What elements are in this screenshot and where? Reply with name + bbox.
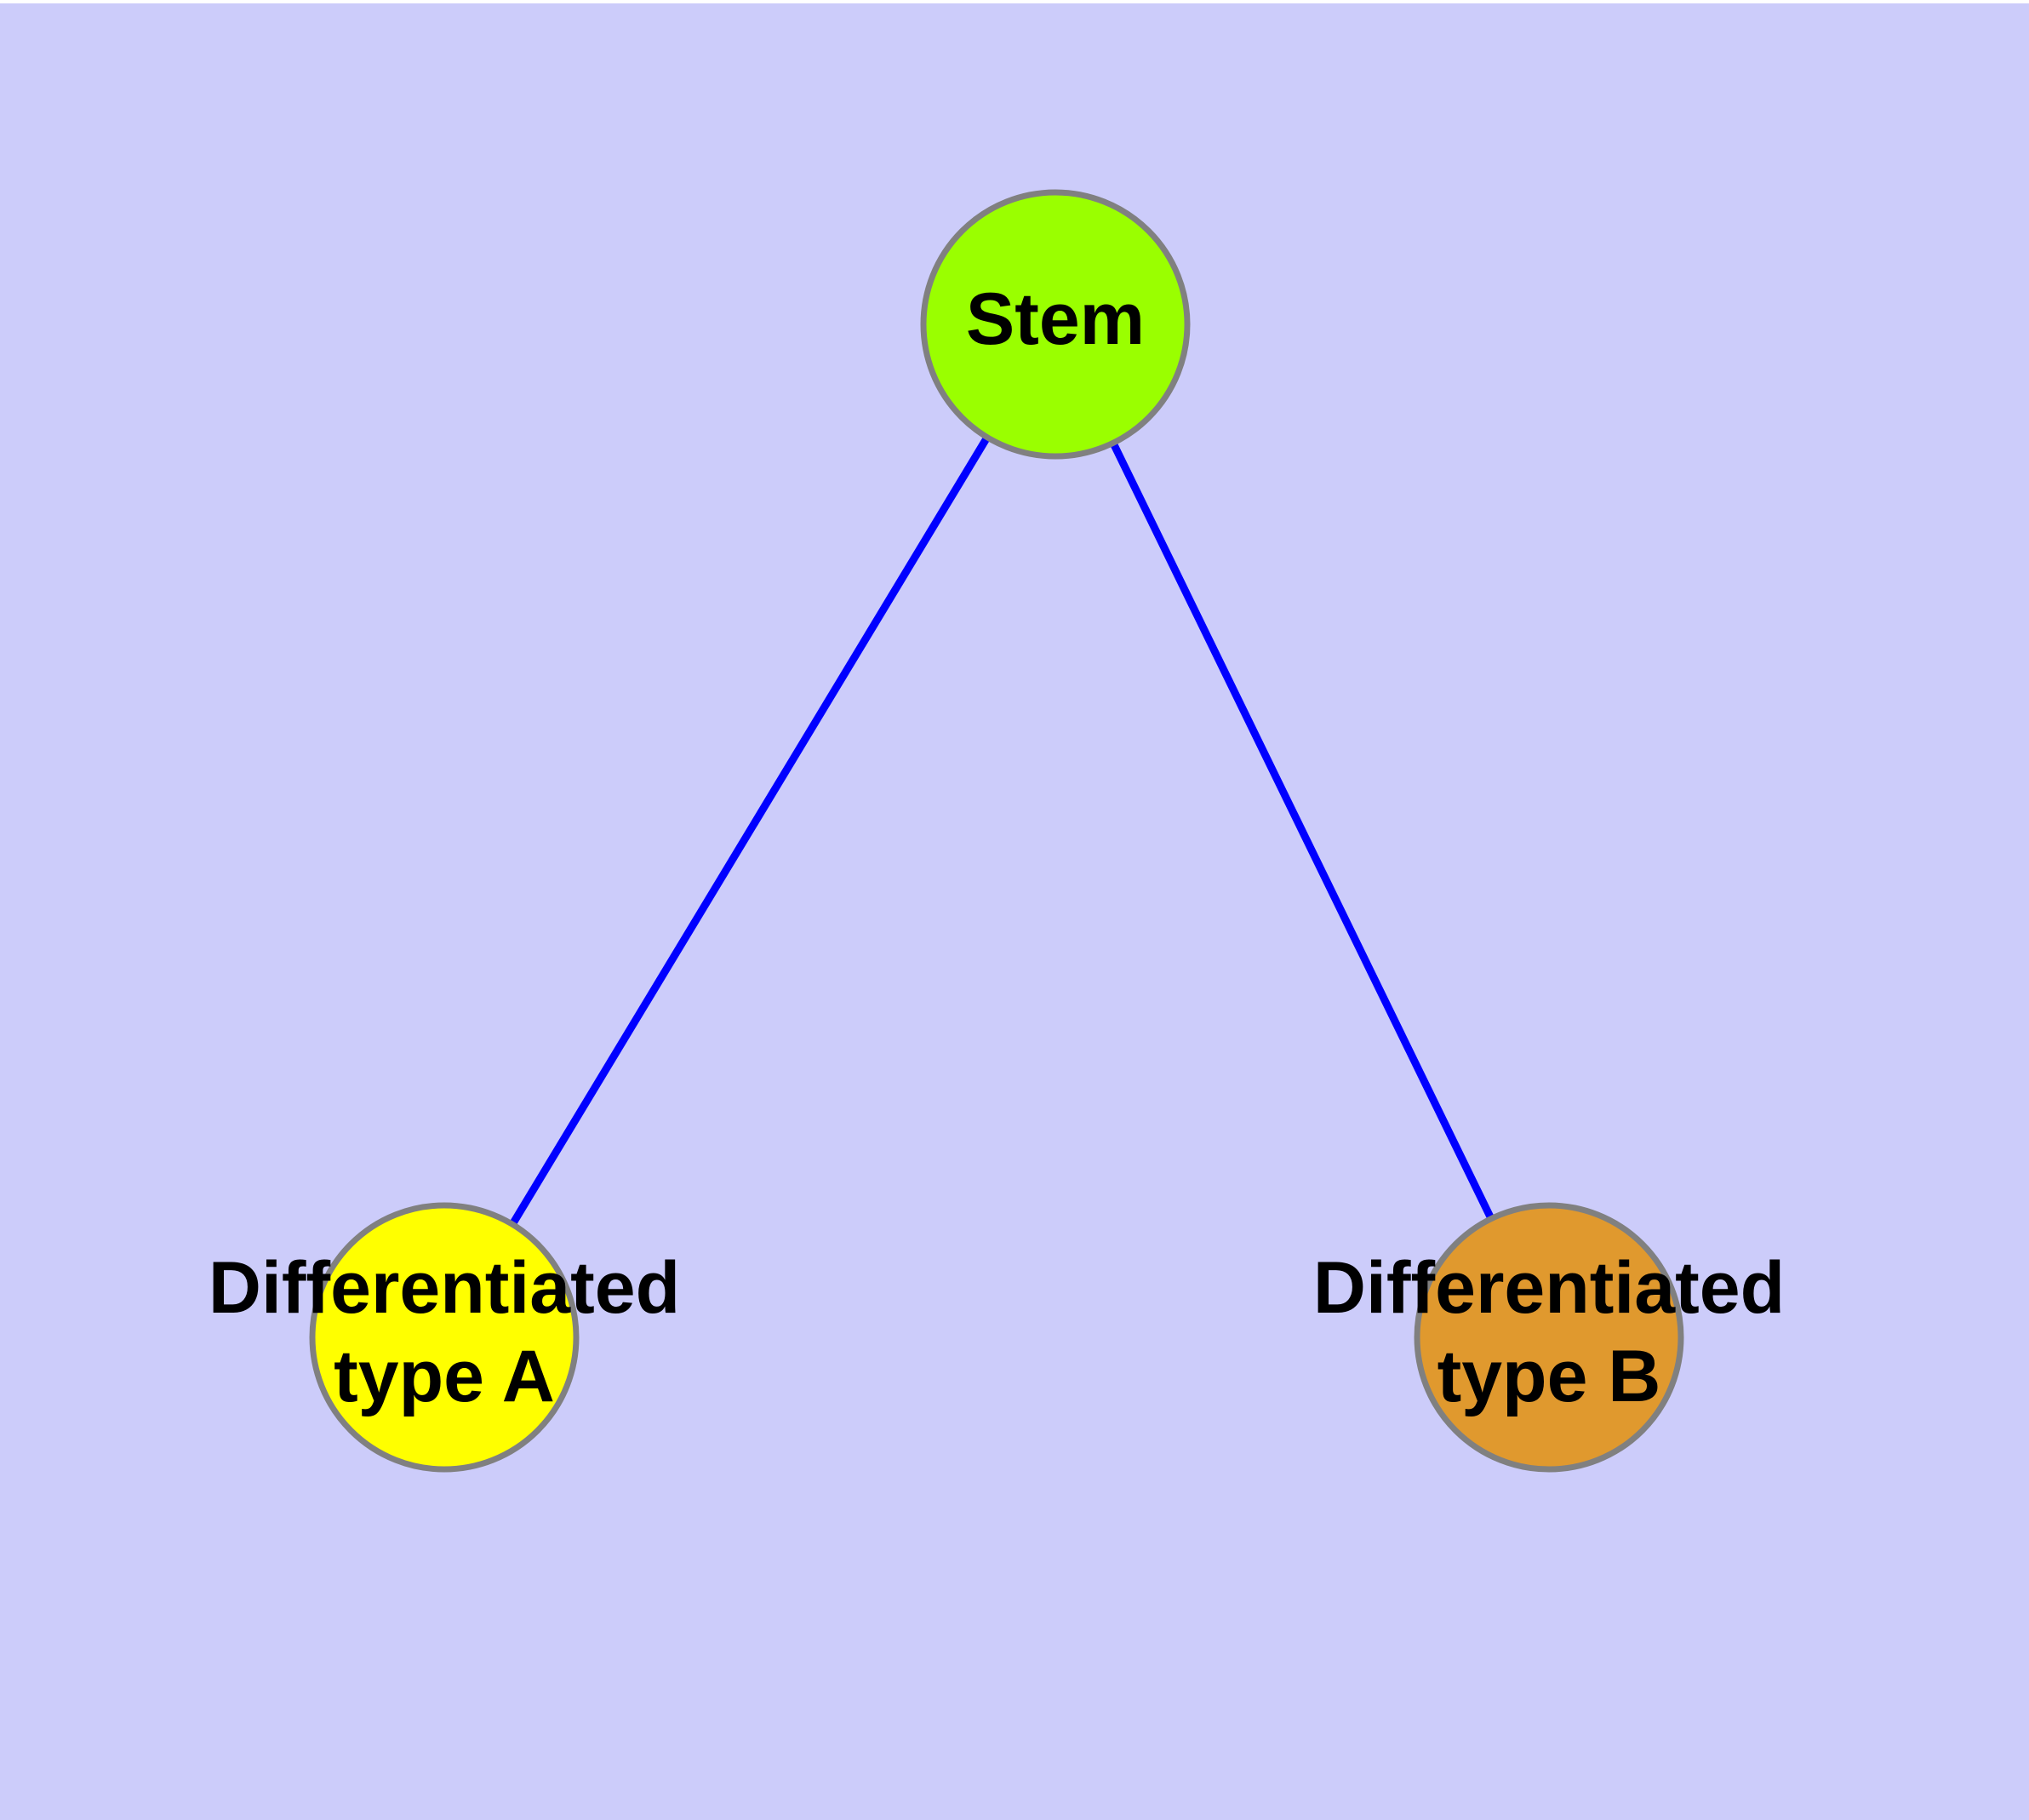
node-circle-diff-a[interactable] bbox=[309, 1202, 580, 1473]
node-label-line: Stem bbox=[966, 278, 1145, 360]
node-label-line: Differentiated bbox=[209, 1247, 680, 1329]
edge-stem-to-diff-b[interactable] bbox=[1109, 441, 1495, 1221]
nodes-layer bbox=[309, 189, 1684, 1473]
node-circle-stem[interactable] bbox=[920, 189, 1191, 460]
node-label-line: Differentiated bbox=[1313, 1247, 1785, 1329]
node-label-line: type A bbox=[334, 1336, 555, 1417]
node-label-line: type B bbox=[1437, 1336, 1661, 1417]
node-label-stem: Stem bbox=[966, 278, 1145, 360]
edges-layer bbox=[509, 435, 1495, 1227]
edge-stem-to-diff-a[interactable] bbox=[509, 435, 991, 1227]
node-circle-diff-b[interactable] bbox=[1414, 1202, 1684, 1473]
